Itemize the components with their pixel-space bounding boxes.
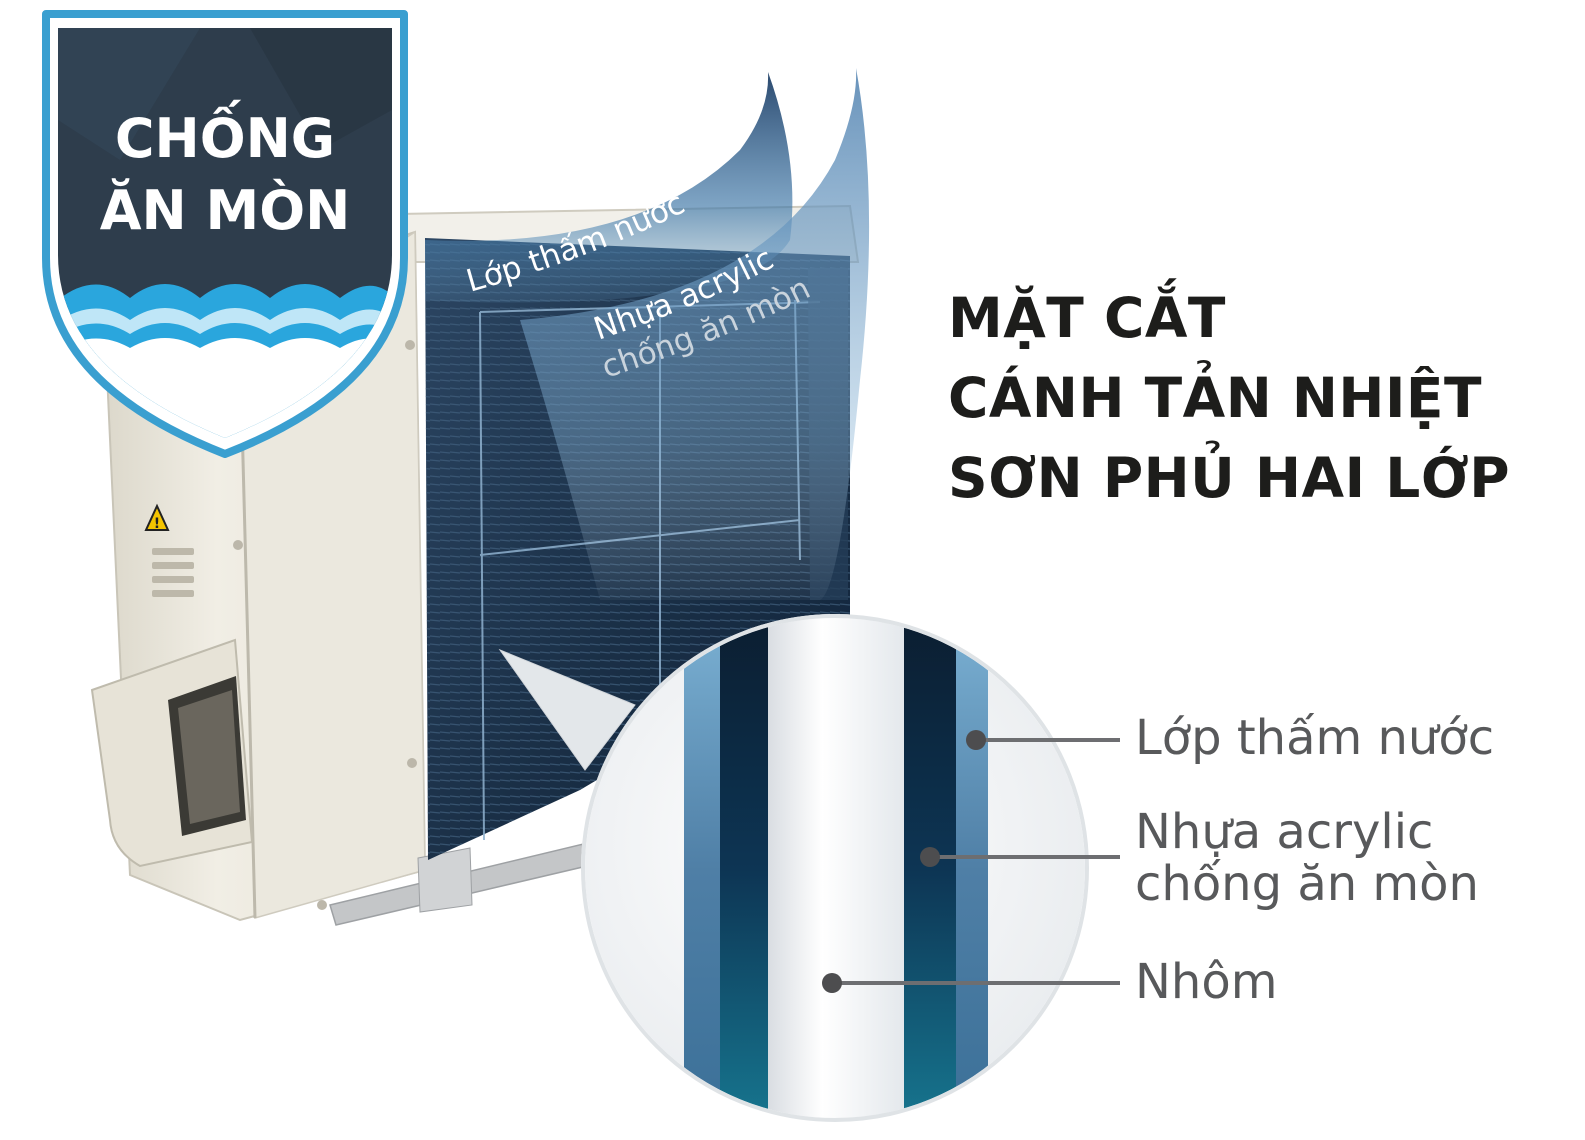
warning-icon <box>144 503 170 531</box>
magnifier-pointer <box>498 648 636 771</box>
magnifier-callout <box>498 614 1089 1122</box>
vent-slots <box>152 548 194 597</box>
layer-label-acrylic: Nhựa acrylic chống ăn mòn <box>1135 804 1479 912</box>
layer-band-acrylic-left <box>720 618 768 1118</box>
layer-band-water-left <box>684 618 720 1118</box>
leader-dot-aluminium <box>822 973 842 993</box>
layer-band-acrylic-right <box>904 618 956 1118</box>
layer-band-water-right <box>956 618 988 1118</box>
headline: MẶT CẮT CÁNH TẢN NHIỆT SƠN PHỦ HAI LỚP <box>948 278 1510 518</box>
headline-line-2: CÁNH TẢN NHIỆT <box>948 366 1483 430</box>
leader-lines <box>822 730 1120 993</box>
badge-line-1: CHỐNG <box>114 107 336 170</box>
leader-dot-water <box>966 730 986 750</box>
headline-line-1: MẶT CẮT <box>948 286 1226 350</box>
badge-line-2: ĂN MÒN <box>99 179 351 242</box>
layer-label-aluminium: Nhôm <box>1135 954 1278 1010</box>
headline-line-3: SƠN PHỦ HAI LỚP <box>948 446 1511 510</box>
leader-dot-acrylic <box>920 847 940 867</box>
layer-band-aluminium <box>768 618 904 1118</box>
layer-label-water: Lớp thấm nước <box>1135 710 1495 766</box>
sheet-inner <box>520 68 870 600</box>
sheet-outer <box>425 72 793 303</box>
svg-text:!: ! <box>154 516 160 532</box>
